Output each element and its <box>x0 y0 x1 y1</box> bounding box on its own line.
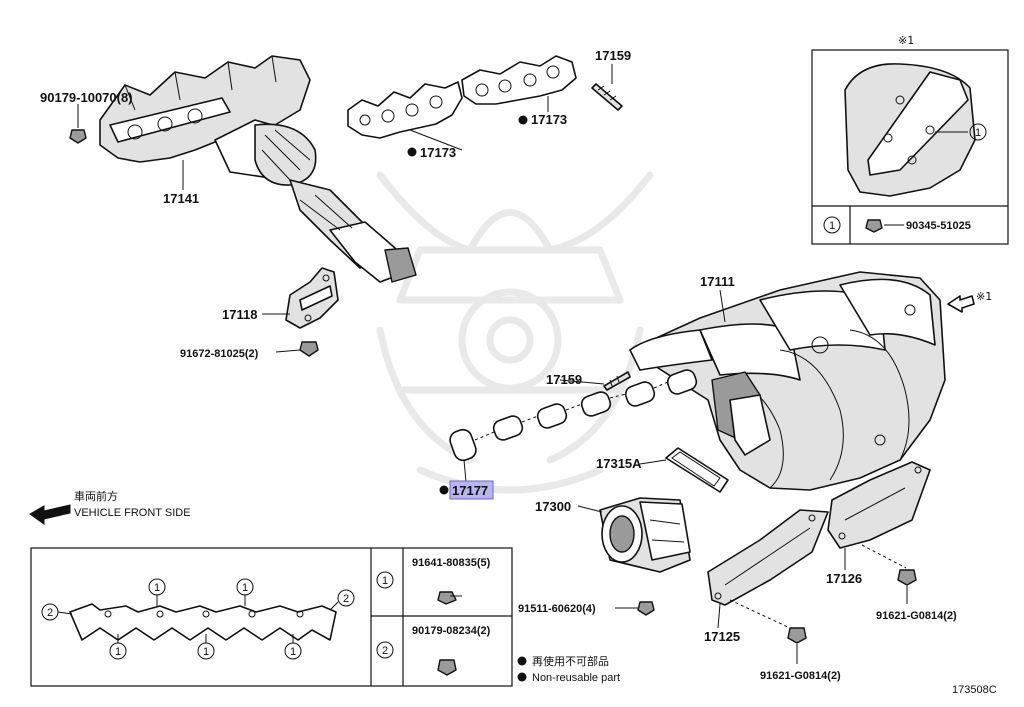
legend-dot-icon <box>517 656 527 666</box>
bolt-91511-60620[interactable] <box>615 601 655 616</box>
circle-1: 1 <box>115 646 121 658</box>
gasket-bolt-table <box>30 547 513 687</box>
non-reusable-dot <box>407 147 417 157</box>
row1-circle: 1 <box>382 575 388 587</box>
bracket-17126[interactable] <box>827 461 931 570</box>
label-91511-60620[interactable]: 91511-60620(4) <box>518 603 596 615</box>
vehicle-front-jp: 車両前方 <box>74 489 118 503</box>
legend-en: Non-reusable part <box>532 672 620 684</box>
gasket-table-labels: 1 1 2 2 1 1 1 1 91641-80835(5) 2 90179-0… <box>47 557 491 658</box>
bolt-91621-G0814-a[interactable] <box>897 569 917 604</box>
non-reusable-dot <box>439 485 449 495</box>
circle-1: 1 <box>242 582 248 594</box>
circle-1: 1 <box>203 646 209 658</box>
label-90179-08234[interactable]: 90179-08234(2) <box>412 625 491 637</box>
label-17177[interactable]: 17177 <box>452 483 488 498</box>
label-17126[interactable]: 17126 <box>826 571 862 586</box>
label-17125[interactable]: 17125 <box>704 629 740 644</box>
inset-table-circle: 1 <box>829 220 835 232</box>
part-labels: 90179-10070(8) 17141 17173 17173 17159 1… <box>40 34 992 682</box>
label-91621-G0814-a[interactable]: 91621-G0814(2) <box>876 610 957 622</box>
bolt-91672-81025[interactable] <box>275 341 319 357</box>
inset-detail-box <box>811 49 1009 245</box>
circle-1: 1 <box>290 646 296 658</box>
label-91672-81025[interactable]: 91672-81025(2) <box>180 348 259 360</box>
legend-jp: 再使用不可部品 <box>532 654 609 668</box>
vehicle-front-arrow-icon <box>29 504 71 525</box>
highlight-17177 <box>449 480 494 500</box>
label-17159-mid[interactable]: 17159 <box>546 372 582 387</box>
label-90345-51025[interactable]: 90345-51025 <box>906 220 971 232</box>
vehicle-front-en: VEHICLE FRONT SIDE <box>74 507 191 519</box>
label-90179-10070[interactable]: 90179-10070(8) <box>40 90 133 105</box>
intake-gasket-set-17177[interactable] <box>448 368 699 483</box>
label-17315A[interactable]: 17315A <box>596 456 642 471</box>
circle-2: 2 <box>343 593 349 605</box>
throttle-body-17300[interactable] <box>577 497 691 573</box>
bracket-17125[interactable] <box>707 509 829 629</box>
label-17300[interactable]: 17300 <box>535 499 571 514</box>
leader-lines <box>182 96 726 323</box>
row2-circle: 2 <box>382 645 388 657</box>
ref-mark-top: ※1 <box>898 34 914 47</box>
label-17159-top[interactable]: 17159 <box>595 48 631 63</box>
stud-17159-mid[interactable] <box>559 371 631 391</box>
stud-17159-top[interactable] <box>591 64 623 111</box>
label-17141[interactable]: 17141 <box>163 191 199 206</box>
legend: 再使用不可部品 Non-reusable part <box>517 654 620 684</box>
ref-mark-arrow: ※1 <box>976 290 992 303</box>
reference-arrow <box>947 295 975 313</box>
exhaust-gasket-17173-right[interactable] <box>461 55 577 105</box>
label-91621-G0814-b[interactable]: 91621-G0814(2) <box>760 670 841 682</box>
circle-1: 1 <box>154 582 160 594</box>
bolt-90179-10070[interactable] <box>69 104 87 144</box>
diagram-id: 173508C <box>952 684 997 696</box>
circle-2: 2 <box>47 607 53 619</box>
intake-manifold-17111[interactable] <box>629 271 946 491</box>
label-91641-80835[interactable]: 91641-80835(5) <box>412 557 491 569</box>
watermark-emblem <box>376 171 654 494</box>
exhaust-manifold-17141[interactable] <box>99 55 417 283</box>
bolt-91621-G0814-b[interactable] <box>787 627 807 664</box>
exhaust-gasket-17173-left[interactable] <box>347 81 463 139</box>
label-17118[interactable]: 17118 <box>222 307 257 322</box>
non-reusable-dot <box>518 115 528 125</box>
label-17111[interactable]: 17111 <box>700 274 735 289</box>
legend-dot-icon <box>517 672 527 682</box>
bracket-17118[interactable] <box>262 267 339 329</box>
label-17173-b[interactable]: 17173 <box>531 112 567 127</box>
inset-circle-label: 1 <box>975 127 981 139</box>
label-17173-a[interactable]: 17173 <box>420 145 456 160</box>
gasket-17315A[interactable] <box>639 447 729 493</box>
